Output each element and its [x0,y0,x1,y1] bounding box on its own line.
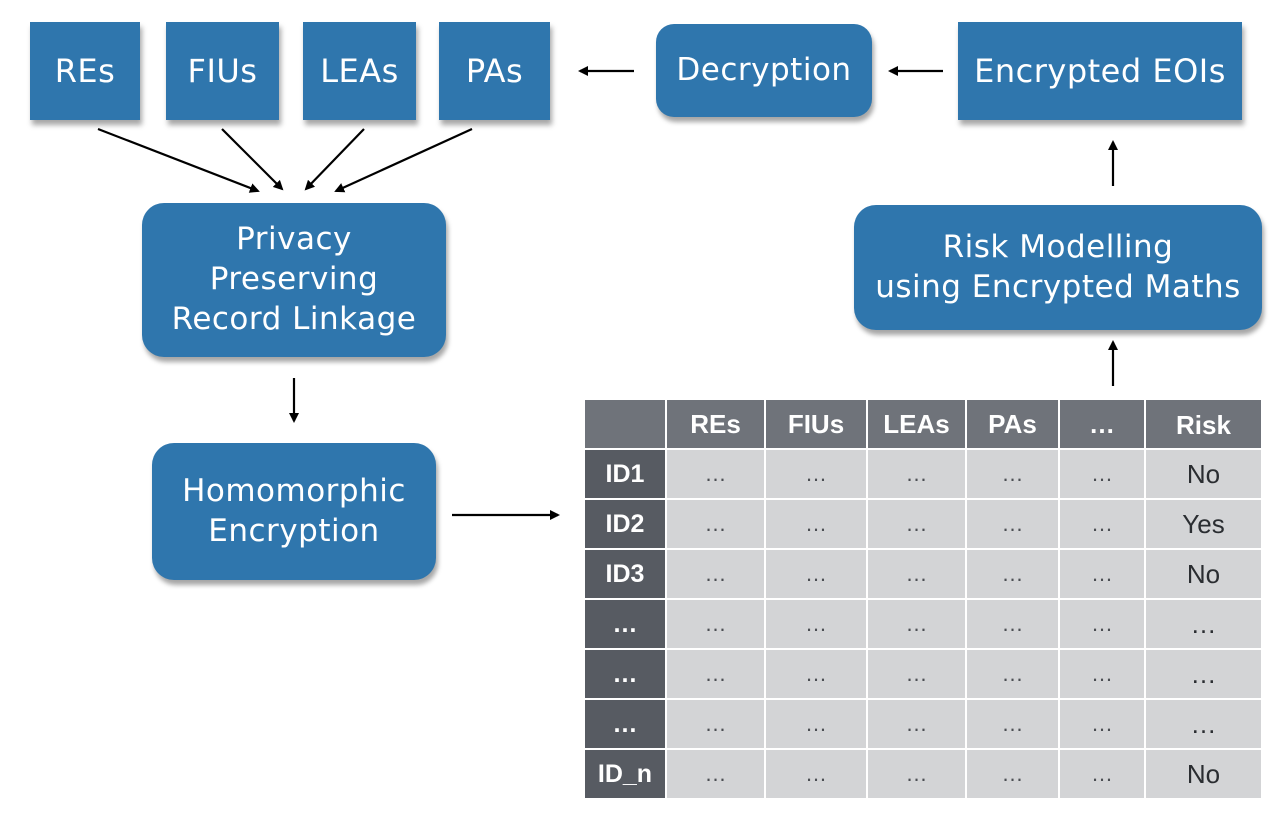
table-cell: … [868,450,965,498]
homomorphic-encryption-line-1: Homomorphic [182,472,406,509]
record-linkage-box: Privacy Preserving Record Linkage [142,203,446,357]
row-id: ID_n [585,750,665,798]
arrow-res-to-linkage [97,127,260,193]
table-cell: … [868,600,965,648]
table-cell: … [766,650,866,698]
row-id: … [585,600,665,648]
column-header: LEAs [868,400,965,448]
risk-cell: … [1146,700,1261,748]
risk-cell: No [1146,450,1261,498]
table-cell: … [667,500,764,548]
table-cell: … [766,500,866,548]
table-cell: … [868,700,965,748]
risk-cell: No [1146,750,1261,798]
table-cell: … [766,450,866,498]
table-cell: … [667,750,764,798]
column-header: FIUs [766,400,866,448]
row-id: … [585,650,665,698]
record-linkage-line-3: Record Linkage [171,300,417,337]
table-row: ID1……………No [585,450,1261,498]
table-cell: … [667,550,764,598]
table-cell: … [667,700,764,748]
arrow-fius-to-linkage [221,128,284,191]
risk-modelling-box: Risk Modelling using Encrypted Maths [854,205,1262,330]
arrow-pas-to-linkage [334,127,473,193]
table-cell: … [1060,600,1144,648]
table-cell: … [967,600,1058,648]
table-cell: … [967,500,1058,548]
encrypted-eois-label: Encrypted EOIs [974,51,1226,90]
table-cell: … [868,550,965,598]
table-cell: … [1060,450,1144,498]
column-header: REs [667,400,764,448]
table-row: ID3……………No [585,550,1261,598]
risk-modelling-line-1: Risk Modelling [942,228,1174,265]
table-cell: … [766,700,866,748]
risk-cell: Yes [1146,500,1261,548]
table-cell: … [1060,650,1144,698]
table-cell: … [1060,750,1144,798]
table-cell: … [967,550,1058,598]
table-cell: … [667,450,764,498]
row-id: … [585,700,665,748]
source-label-res: REs [54,51,116,90]
table-cell: … [1060,550,1144,598]
table-cell: … [766,550,866,598]
record-linkage-line-1: Privacy [236,221,352,258]
row-id: ID3 [585,550,665,598]
column-header-risk: Risk [1146,400,1261,448]
table-cell: … [967,650,1058,698]
table-row: ………………… [585,700,1261,748]
table-cell: … [868,650,965,698]
table-row: ………………… [585,600,1261,648]
table-row: ………………… [585,650,1261,698]
source-box-res: REs [30,22,140,120]
table-cell: … [667,600,764,648]
table-cell: … [766,600,866,648]
source-box-fius: FIUs [166,22,279,120]
record-linkage-line-2: Preserving [209,261,379,298]
table-cell: … [967,450,1058,498]
source-label-leas: LEAs [320,51,399,90]
table-cell: … [868,750,965,798]
row-id: ID1 [585,450,665,498]
column-header: PAs [967,400,1058,448]
row-id: ID2 [585,500,665,548]
homomorphic-encryption-line-2: Encryption [208,512,380,549]
table-cell: … [868,500,965,548]
decryption-label: Decryption [676,51,852,88]
table-row: ID_n……………No [585,750,1261,798]
table-cell: … [766,750,866,798]
source-label-fius: FIUs [187,51,258,90]
table-cell: … [967,750,1058,798]
table-corner [585,400,665,448]
homomorphic-encryption-box: Homomorphic Encryption [152,443,436,580]
risk-modelling-line-2: using Encrypted Maths [875,268,1241,305]
table-cell: … [1060,700,1144,748]
table-cell: … [1060,500,1144,548]
risk-cell: No [1146,550,1261,598]
source-label-pas: PAs [465,51,524,90]
table-cell: … [967,700,1058,748]
table-header-row: REs FIUs LEAs PAs … Risk [585,400,1261,448]
risk-cell: … [1146,600,1261,648]
arrow-leas-to-linkage [304,128,365,191]
encrypted-eois-box: Encrypted EOIs [958,22,1242,120]
risk-header-label: Risk [1176,410,1231,440]
table-row: ID2……………Yes [585,500,1261,548]
source-box-pas: PAs [439,22,550,120]
decryption-box: Decryption [656,24,872,117]
column-header: … [1060,400,1144,448]
table-cell: … [667,650,764,698]
source-box-leas: LEAs [303,22,416,120]
risk-cell: … [1146,650,1261,698]
